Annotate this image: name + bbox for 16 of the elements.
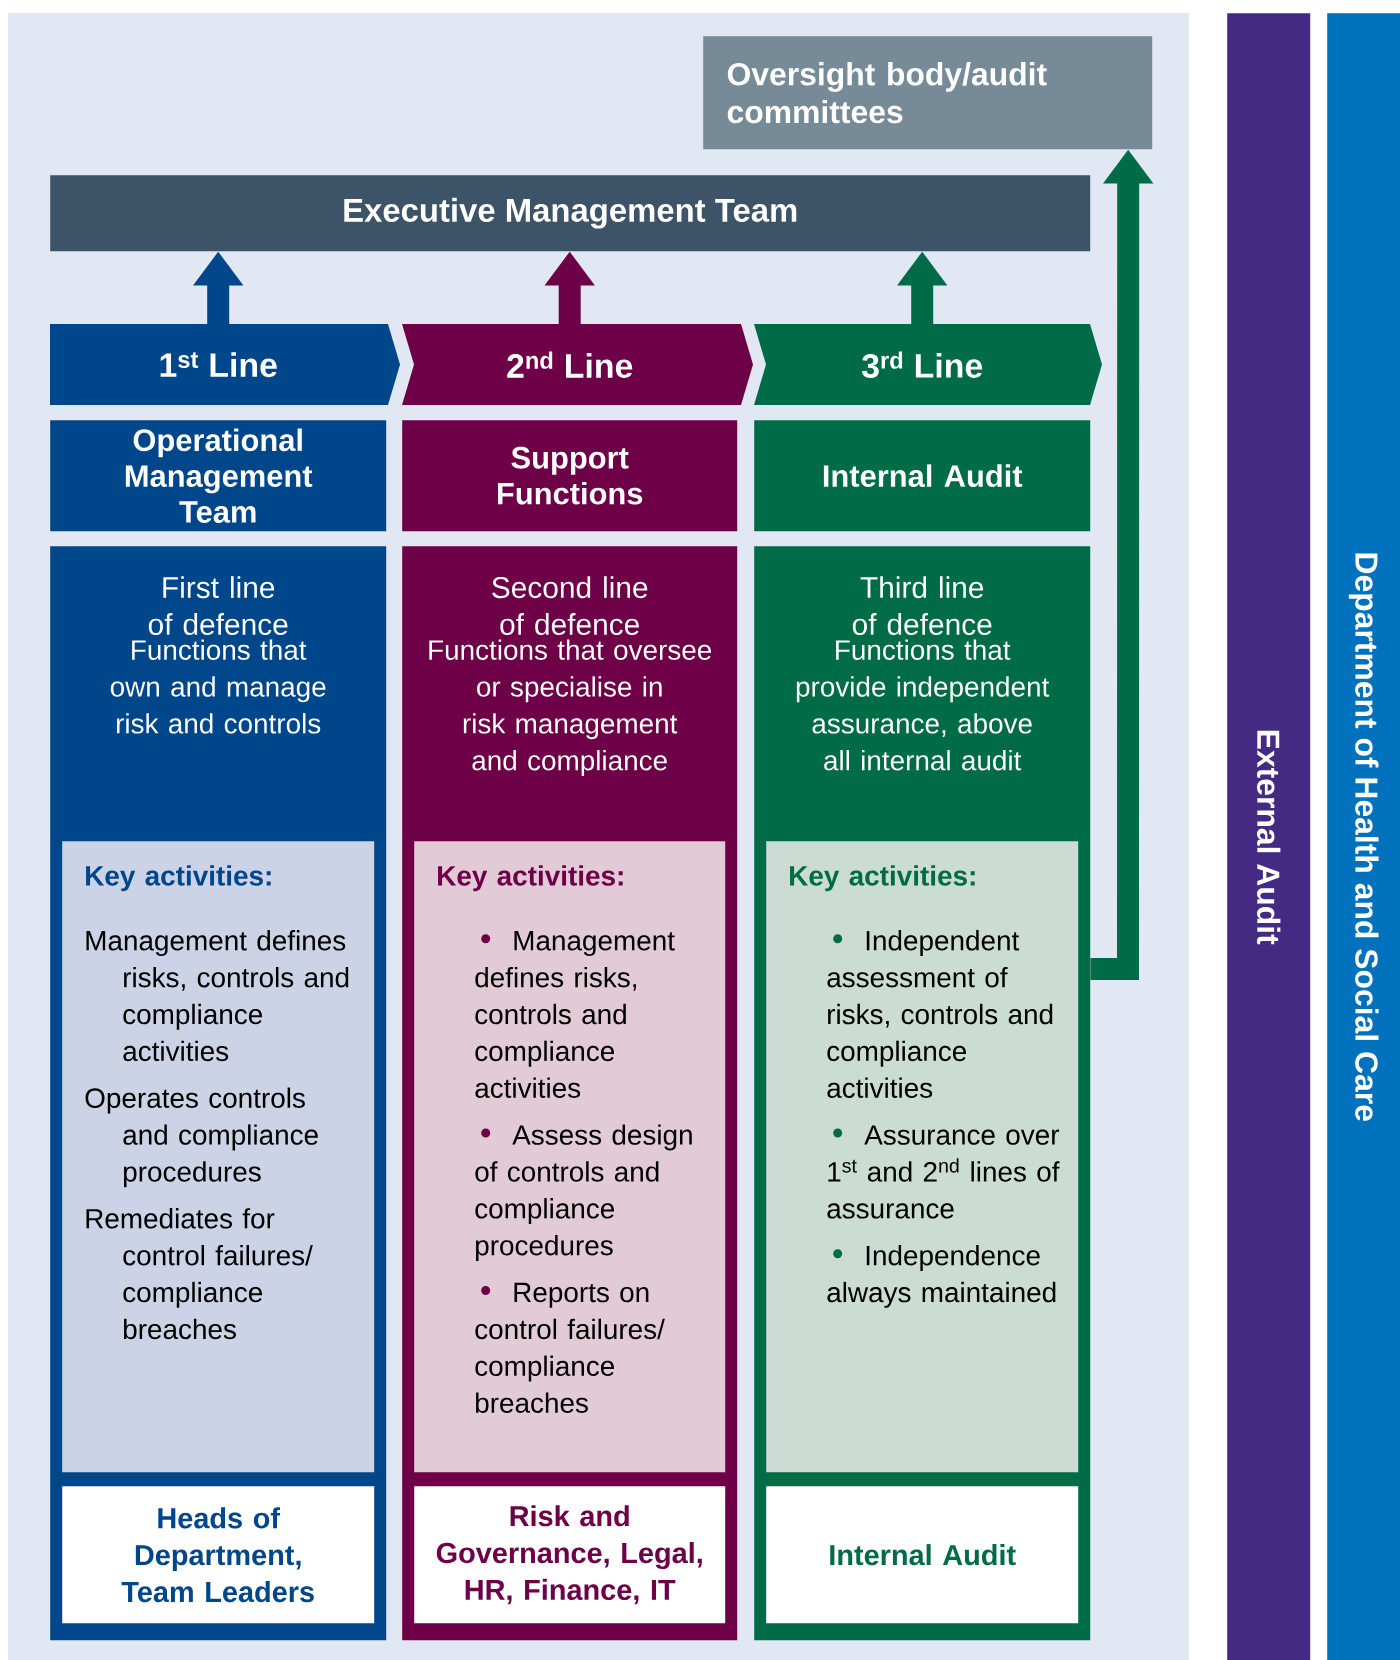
activities-panel: Key activities: Management defines risks, controls and compliance activities Assess design of controls and compliance procedures Reports on control failures/ compliance breaches <box>414 841 726 1473</box>
chevron-banner: 3$^{rd}$ Line <box>754 324 1102 405</box>
activities-panel: Key activities: Independent assessment of risks, controls and compliance activities Assurance over 1$^{st}$ and 2$^{nd}$ lines of assurance Independence always maintained <box>766 841 1079 1473</box>
executive-bar: Executive Management Team <box>50 175 1091 252</box>
chevron-banner: 2$^{nd}$ Line <box>402 324 753 405</box>
activities-panel: Key activities: Management defines risks, controls and compliance activities Operates controls and compliance procedures Remediates for control failures/ compliance breaches <box>62 841 375 1473</box>
header-box: Operational Management Team <box>50 420 387 532</box>
header-box: Internal Audit <box>754 420 1091 532</box>
vertical-band: External Audit <box>1227 13 1311 1660</box>
vertical-band: Department of Health and Social Care <box>1327 13 1400 1660</box>
role-box: Risk and Governance, Legal, HR, Finance, IT <box>414 1486 726 1624</box>
header-box: Support Functions <box>402 420 738 532</box>
chevron-banner: 1$^{st}$ Line <box>50 324 400 405</box>
role-box: Heads of Department, Team Leaders <box>62 1486 375 1624</box>
oversight-box: Oversight body/audit committees <box>703 36 1153 150</box>
role-box: Internal Audit <box>766 1486 1079 1624</box>
